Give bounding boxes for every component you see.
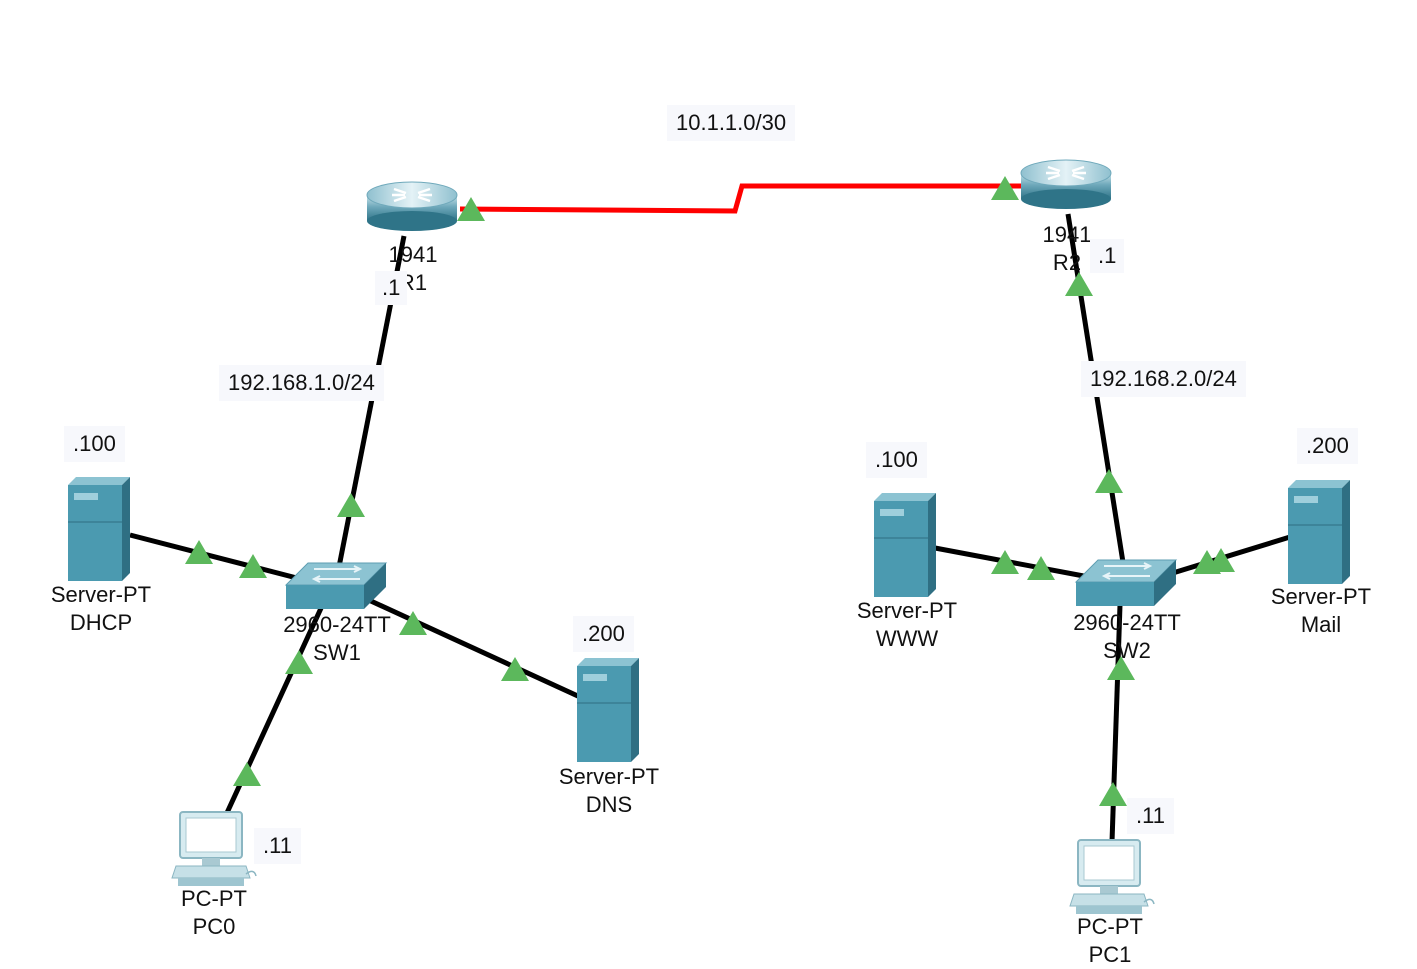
r2-label: 1941 R2 <box>1043 221 1092 277</box>
mail-model: Server-PT <box>1270 584 1372 609</box>
sw2-model: 2960-24TT <box>1073 610 1181 635</box>
link-sw1-dhcp[interactable] <box>129 532 321 587</box>
link-up-indicator <box>991 550 1019 574</box>
r2-ip-note: .1 <box>1090 239 1125 273</box>
link-up-indicator <box>185 540 213 564</box>
dhcp-model: Server-PT <box>50 582 152 607</box>
r1-label: 1941 R1 <box>389 241 438 297</box>
link-up-indicator <box>1099 782 1127 806</box>
link-up-indicator <box>1095 469 1123 493</box>
link-up-indicator <box>1027 556 1055 580</box>
r1-model: 1941 <box>388 242 438 267</box>
dns-name: DNS <box>585 792 633 817</box>
link-up-indicator <box>233 762 261 786</box>
pc0-model: PC-PT <box>181 886 247 911</box>
pc1-name: PC1 <box>1088 942 1132 967</box>
serial-link-r1-r2[interactable] <box>459 183 1040 214</box>
mail-name: Mail <box>1300 612 1342 637</box>
dhcp-label: Server-PT DHCP <box>51 581 151 637</box>
link-up-indicator <box>1207 548 1235 572</box>
sw2-name: SW2 <box>1103 638 1151 663</box>
link-up-indicator <box>457 197 485 221</box>
sw1-model: 2960-24TT <box>283 612 391 637</box>
router-r1-icon[interactable] <box>365 180 459 233</box>
pc-pc0-icon[interactable] <box>171 811 257 887</box>
port-indicators <box>185 176 1235 806</box>
link-up-indicator <box>399 611 427 635</box>
router-r2-icon[interactable] <box>1019 158 1113 211</box>
dhcp-name: DHCP <box>69 610 133 635</box>
link-sw2-www[interactable] <box>934 545 1106 583</box>
sw2-label: 2960-24TT SW2 <box>1073 609 1181 665</box>
link-up-indicator <box>337 493 365 517</box>
wan-network-note: 10.1.1.0/30 <box>667 105 796 141</box>
server-dhcp-icon[interactable] <box>67 476 131 582</box>
pc0-ip-note: .11 <box>254 828 301 864</box>
www-model: Server-PT <box>856 598 958 623</box>
link-up-indicator <box>1107 656 1135 680</box>
mail-ip-note: .200 <box>1297 428 1358 464</box>
www-label: Server-PT WWW <box>857 597 957 653</box>
switch-sw2-icon[interactable] <box>1075 559 1177 607</box>
server-dns-icon[interactable] <box>576 657 640 763</box>
dns-ip-note: .200 <box>573 616 634 652</box>
dhcp-ip-note: .100 <box>64 426 125 462</box>
pc0-name: PC0 <box>192 914 236 939</box>
pc1-model: PC-PT <box>1077 914 1143 939</box>
link-up-indicator <box>239 554 267 578</box>
dns-model: Server-PT <box>558 764 660 789</box>
pc0-label: PC-PT PC0 <box>181 885 247 941</box>
r1-ip-note: .1 <box>375 271 408 305</box>
link-up-indicator <box>1065 272 1093 296</box>
link-up-indicator <box>991 176 1019 200</box>
pc-pc1-icon[interactable] <box>1069 839 1155 915</box>
server-mail-icon[interactable] <box>1287 479 1351 585</box>
mail-label: Server-PT Mail <box>1271 583 1371 639</box>
dns-label: Server-PT DNS <box>559 763 659 819</box>
sw1-label: 2960-24TT SW1 <box>283 611 391 667</box>
r2-model: 1941 <box>1042 222 1092 247</box>
pc1-label: PC-PT PC1 <box>1077 913 1143 969</box>
lan2-network-note: 192.168.2.0/24 <box>1081 361 1246 397</box>
sw1-name: SW1 <box>313 640 361 665</box>
server-www-icon[interactable] <box>873 492 937 598</box>
link-up-indicator <box>501 657 529 681</box>
link-sw1-dns[interactable] <box>358 593 582 700</box>
pc1-ip-note: .11 <box>1127 798 1174 834</box>
www-ip-note: .100 <box>866 442 927 478</box>
lan1-network-note: 192.168.1.0/24 <box>219 365 384 401</box>
www-name: WWW <box>875 626 939 651</box>
link-up-indicator <box>285 650 313 674</box>
r2-name: R2 <box>1052 250 1082 275</box>
links-layer <box>129 183 1291 843</box>
